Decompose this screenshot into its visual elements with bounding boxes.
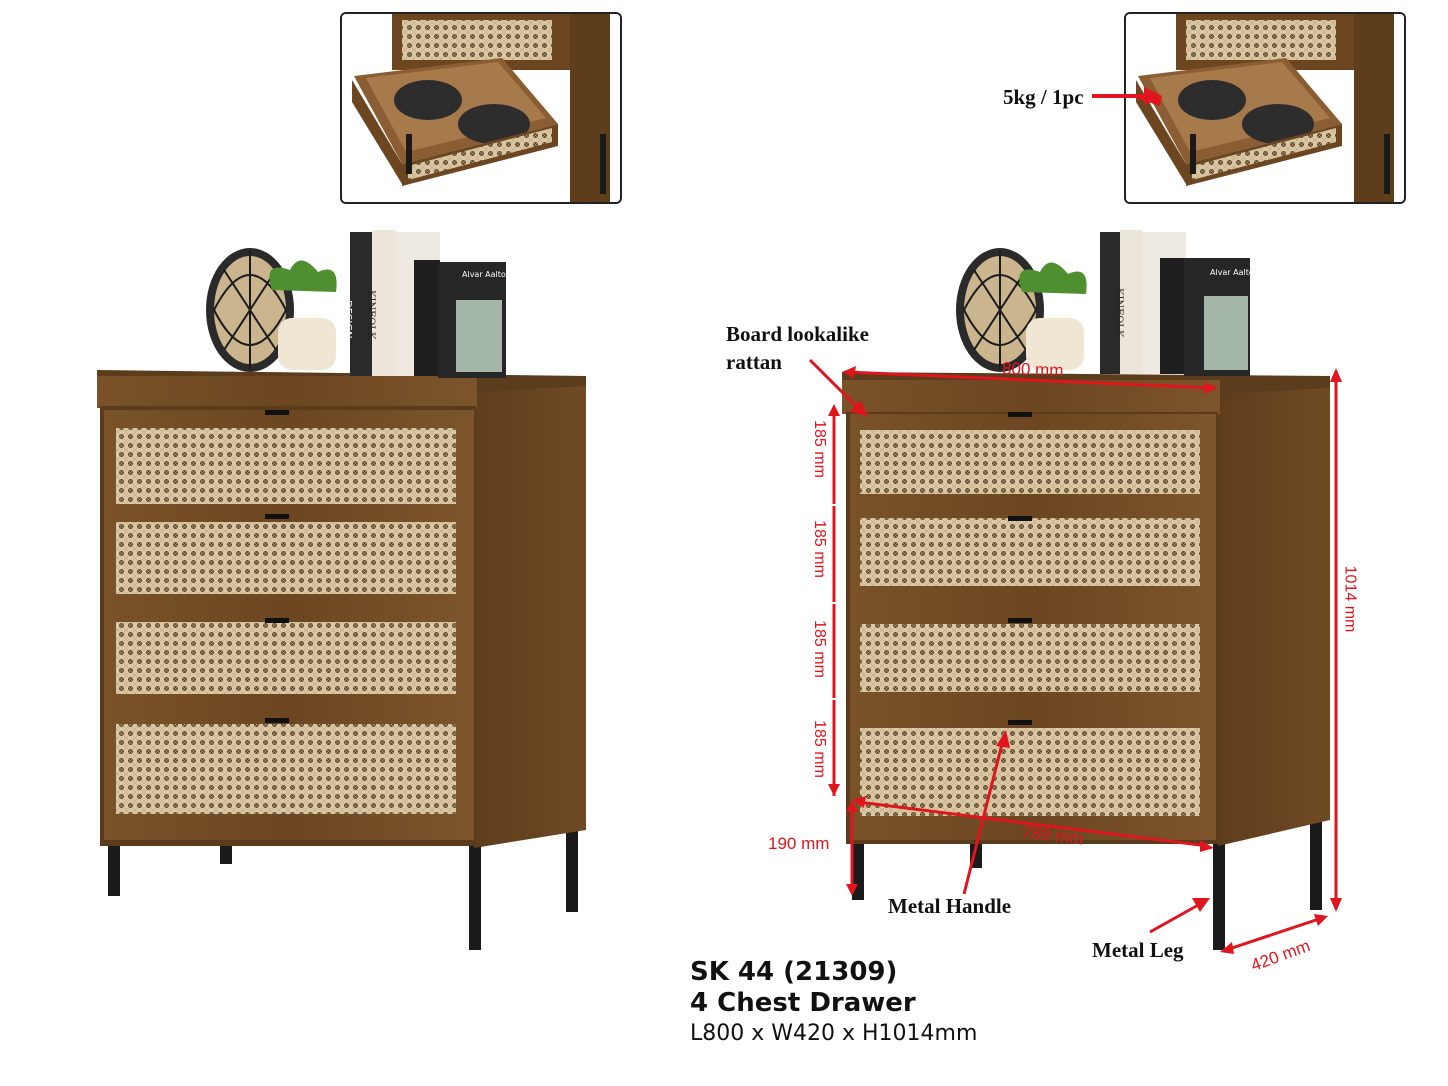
- books-icon: [350, 230, 506, 378]
- book-spine: KINFOLK: [365, 290, 376, 340]
- open-drawer-photo: [342, 14, 620, 202]
- width-top-label: 800 mm: [1001, 358, 1064, 381]
- left-dresser: [97, 230, 586, 950]
- drawer: [850, 506, 1216, 606]
- leg: [469, 820, 481, 950]
- drawer: [104, 604, 474, 708]
- book-spine: KINFOLK: [1113, 288, 1124, 338]
- metal-leg-label: Metal Leg: [1092, 938, 1184, 962]
- product-code: SK 44 (21309): [690, 957, 898, 987]
- product-caption: SK 44 (21309) 4 Chest Drawer L800 x W420…: [690, 957, 977, 1049]
- open-drawer-inset: [340, 12, 622, 204]
- right-dresser: [842, 230, 1330, 950]
- drawer-height-label: 185 mm: [810, 620, 828, 678]
- metal-handle-icon: [265, 410, 289, 415]
- board-label-line2: rattan: [726, 350, 782, 374]
- drawer: [850, 412, 1216, 522]
- metal-handle-icon: [1008, 720, 1032, 725]
- drawer: [104, 410, 474, 520]
- book-cover-text: Alvar Aalto: [462, 270, 506, 279]
- leg: [1310, 820, 1322, 910]
- potted-plant-icon: [1019, 262, 1087, 370]
- board-label-line1: Board lookalike: [726, 322, 869, 346]
- load-arrow-icon: [1092, 87, 1162, 105]
- product-name: 4 Chest Drawer: [690, 988, 916, 1018]
- book-spine: DESIGN: [342, 300, 353, 339]
- drawer: [850, 604, 1216, 704]
- metal-handle-icon: [265, 618, 289, 623]
- load-capacity-label: 5kg / 1pc: [1003, 85, 1084, 109]
- drawer-height-label: 185 mm: [810, 720, 828, 778]
- height-label: 1014 mm: [1341, 565, 1359, 633]
- metal-handle-icon: [1008, 618, 1032, 623]
- potted-plant-icon: [269, 260, 337, 370]
- books-icon: [1100, 230, 1250, 376]
- drawer: [104, 506, 474, 610]
- metal-handle-icon: [1008, 412, 1032, 417]
- drawer: [104, 704, 474, 840]
- product-size: L800 x W420 x H1014mm: [690, 1021, 978, 1046]
- leg-height-label: 190 mm: [768, 834, 830, 853]
- load-capacity-inset: [1124, 12, 1406, 204]
- dimension-lines: [808, 358, 1342, 954]
- open-drawer-photo: [1126, 14, 1404, 202]
- drawer-height-label: 185 mm: [810, 420, 828, 478]
- leg: [1213, 840, 1225, 950]
- book-cover-text: Alvar Aalto: [1210, 268, 1254, 277]
- leg: [566, 820, 578, 912]
- drawer-height-label: 185 mm: [810, 520, 828, 578]
- metal-handle-icon: [265, 514, 289, 519]
- drawer: [850, 702, 1216, 840]
- metal-handle-label: Metal Handle: [888, 894, 1012, 918]
- metal-handle-icon: [265, 718, 289, 723]
- metal-handle-icon: [1008, 516, 1032, 521]
